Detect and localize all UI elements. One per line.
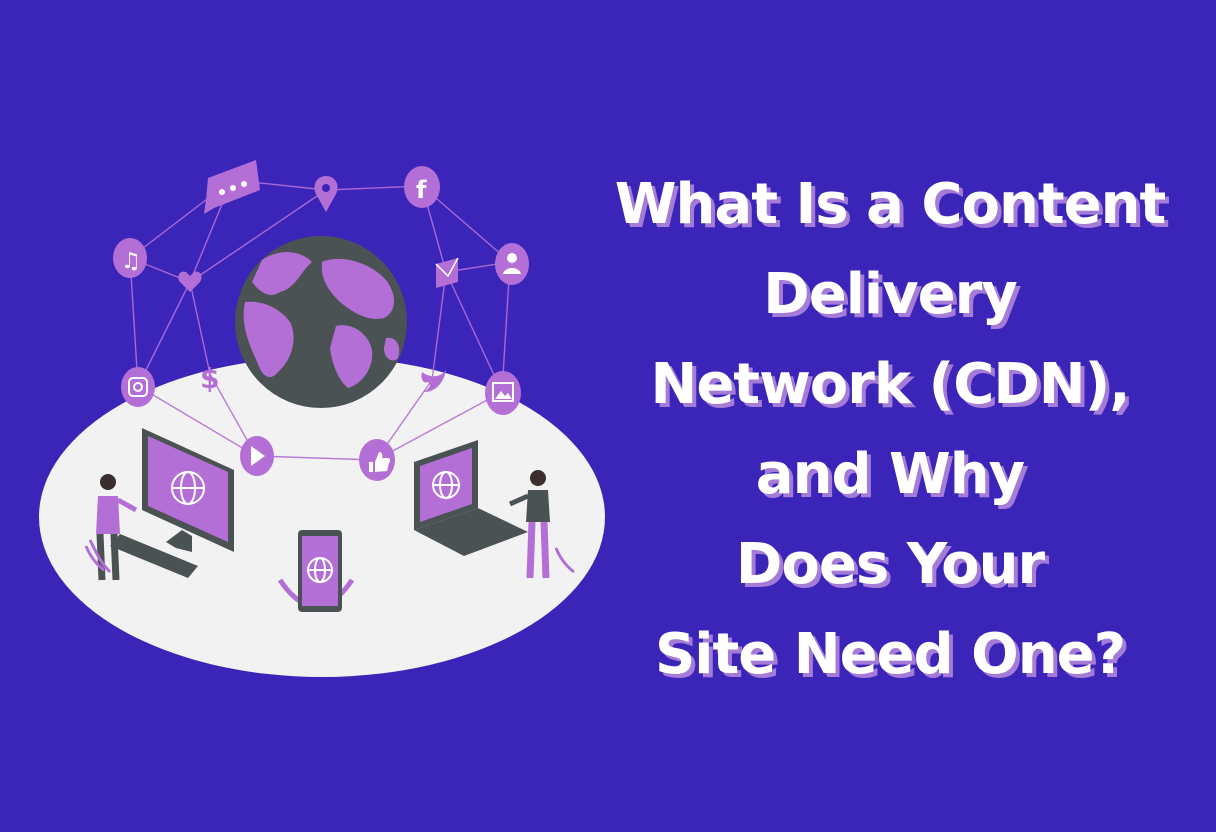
title-line-1: What Is a Content <box>614 172 1166 237</box>
twitter-icon <box>421 370 446 392</box>
facebook-icon: f <box>404 166 440 208</box>
thumbs-up-icon <box>359 439 395 481</box>
music-note-icon: ♫ <box>113 238 147 278</box>
title-line-6: Site Need One? <box>654 622 1126 687</box>
svg-text:f: f <box>416 176 427 204</box>
title-line-2: Delivery <box>763 262 1017 327</box>
smartphone <box>277 530 355 612</box>
play-icon <box>240 436 274 476</box>
laptop <box>414 440 528 556</box>
desktop-monitor <box>110 428 234 578</box>
network-lines <box>129 179 511 461</box>
svg-text:♫: ♫ <box>121 249 141 274</box>
svg-text:$: $ <box>200 362 219 395</box>
location-pin-icon <box>314 176 338 212</box>
dollar-icon: $ <box>200 362 219 395</box>
cdn-illustration: f ♫ $ <box>39 160 605 677</box>
title-line-5: Does Your <box>735 532 1045 597</box>
title-line-4: and Why <box>755 442 1025 507</box>
woman-figure <box>84 474 138 581</box>
globe-icon <box>235 236 407 408</box>
mail-icon <box>435 257 459 288</box>
man-figure <box>508 470 575 579</box>
chat-bubble-icon <box>204 160 260 214</box>
user-profile-icon <box>495 243 529 285</box>
heart-icon <box>178 271 202 292</box>
page-title: What Is a Content Delivery Network (CDN)… <box>590 160 1190 700</box>
instagram-icon <box>121 367 155 407</box>
image-icon <box>485 371 521 415</box>
platform <box>39 357 605 677</box>
title-line-3: Network (CDN), <box>650 352 1130 417</box>
